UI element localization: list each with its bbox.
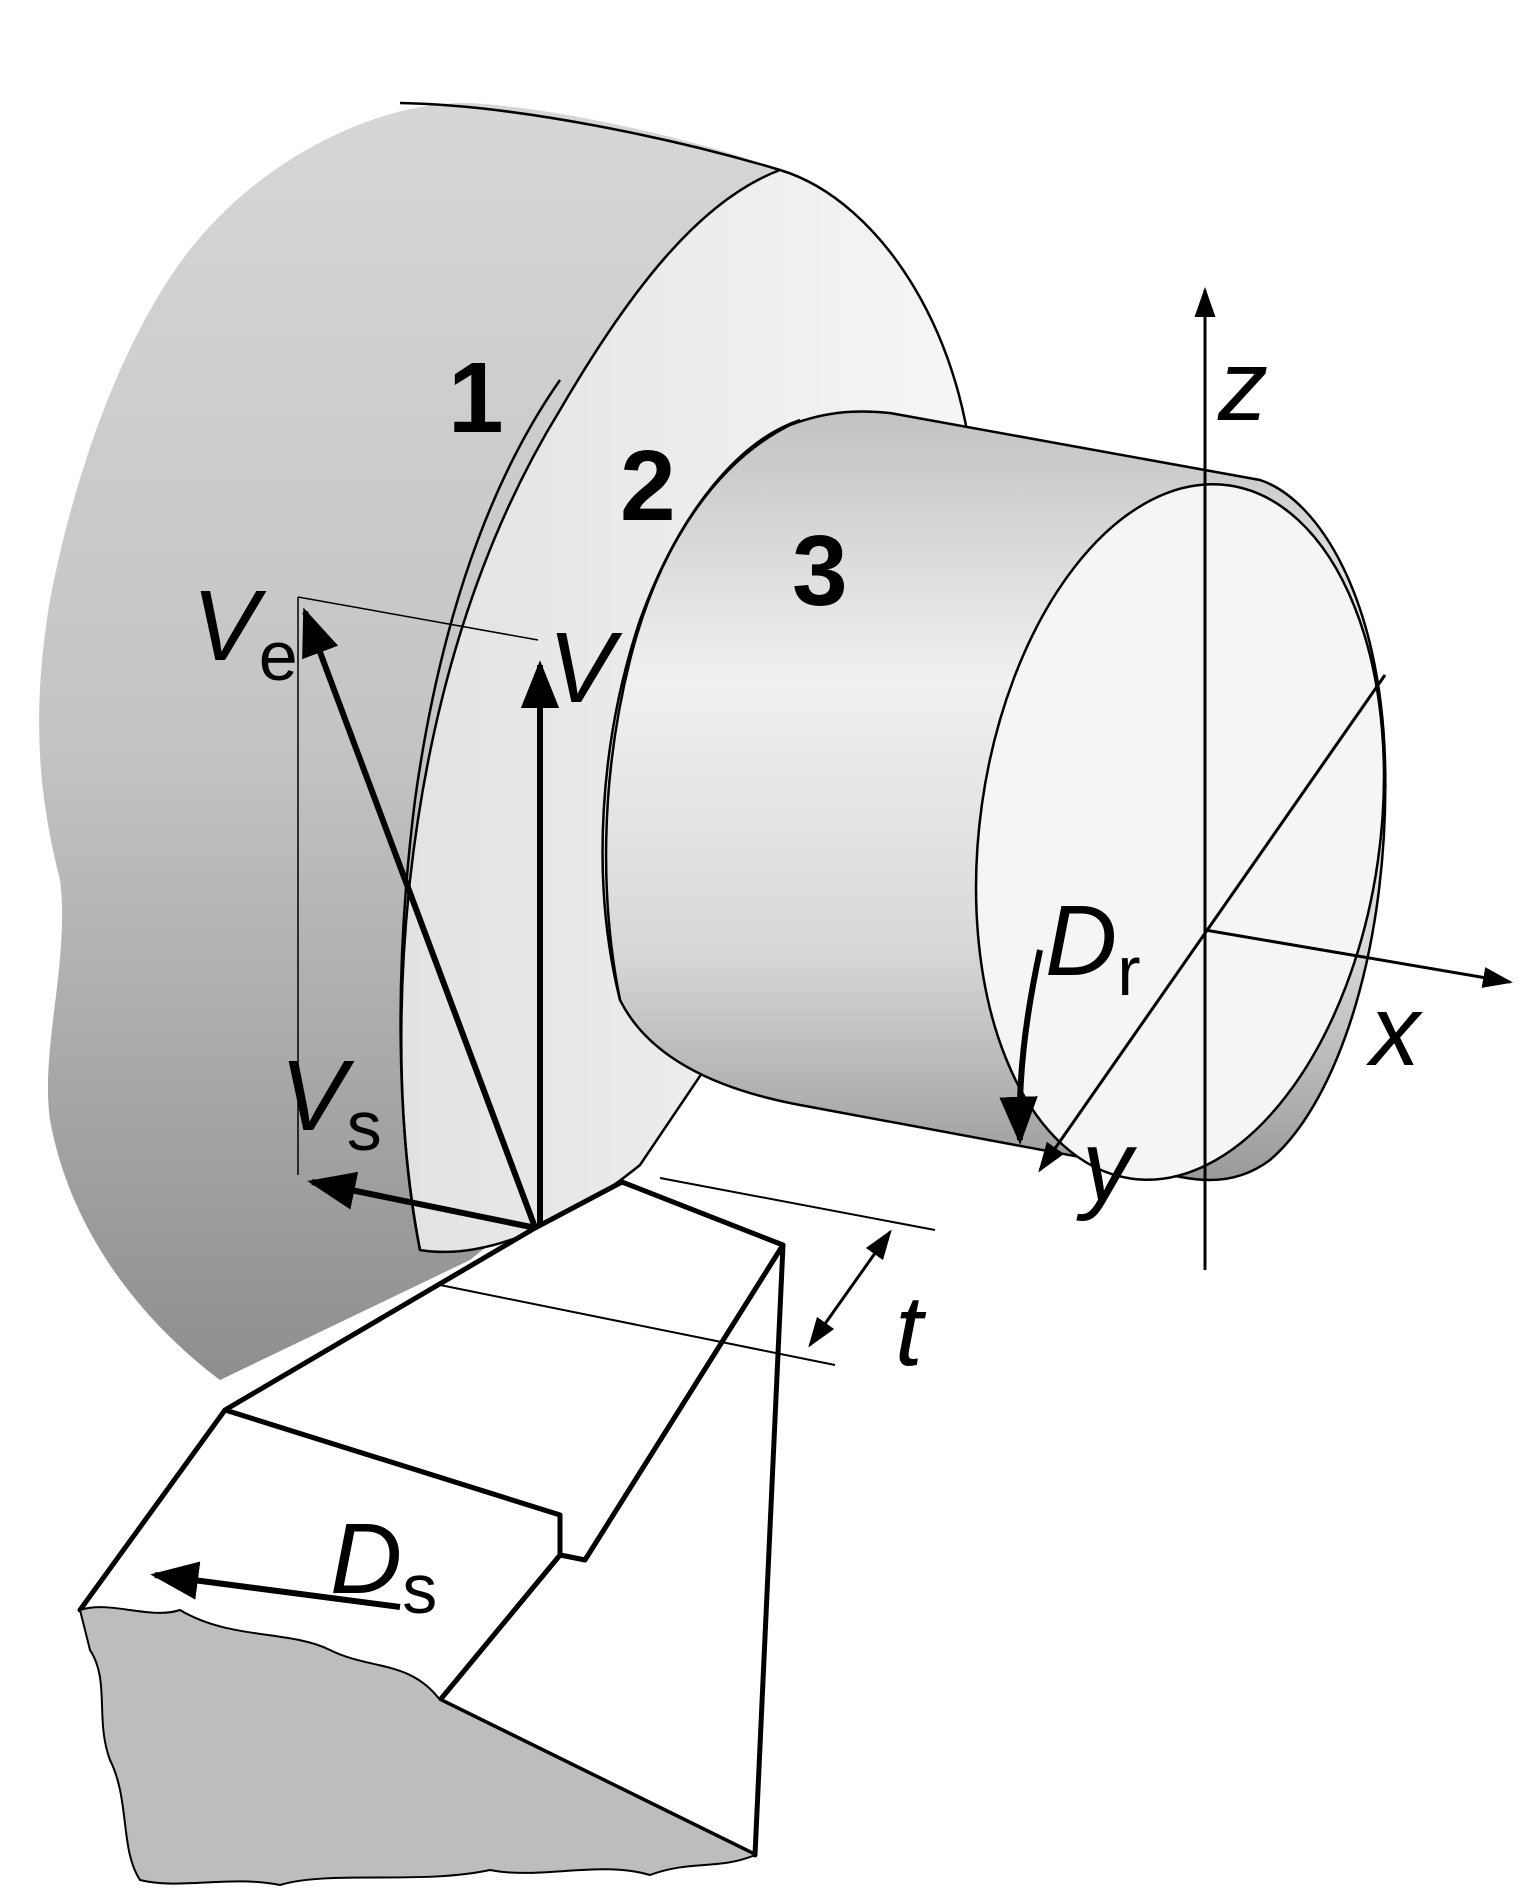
y-axis-label: y: [1076, 1110, 1138, 1222]
rotation-label: Dr: [1045, 885, 1141, 1010]
feed-velocity-label: Vs: [280, 1040, 382, 1165]
x-axis-label: x: [1366, 975, 1423, 1087]
effective-velocity-label: Ve: [192, 570, 298, 695]
feed-velocity-arrow: [307, 1171, 537, 1231]
y-axis: [1038, 674, 1387, 1173]
cutting-velocity-label: V: [548, 612, 623, 724]
rotation-main: D: [1045, 885, 1117, 997]
depth-extension-lower: [439, 1284, 836, 1366]
rotation-sub: r: [1117, 932, 1140, 1010]
ring-inner-edge: [399, 379, 562, 1251]
feed-velocity-main: V: [280, 1040, 355, 1152]
effective-velocity-sub: e: [259, 617, 298, 695]
surface-number-3: 3: [792, 515, 848, 627]
z-axis-label: z: [1217, 330, 1268, 442]
effective-velocity-main: V: [192, 570, 267, 682]
tool-holder-break: [78, 1606, 758, 1887]
tool-feed-arrow: [150, 1561, 401, 1610]
depth-of-cut-label: t: [895, 1275, 927, 1387]
rotation-arrow: [999, 949, 1043, 1145]
tool-feed-label: Ds: [330, 1503, 437, 1628]
velocity-parallelogram-top: [297, 596, 539, 641]
x-axis: [1204, 928, 1513, 988]
surface-number-2: 2: [620, 430, 676, 542]
effective-velocity-arrow: [302, 607, 539, 1232]
tool-feed-main: D: [330, 1503, 402, 1615]
depth-extension-upper: [659, 1177, 936, 1231]
feed-velocity-sub: s: [347, 1087, 382, 1165]
tool-feed-sub: s: [402, 1550, 437, 1628]
end-face: [974, 483, 1386, 1181]
depth-dimension-arrow: [808, 1229, 892, 1348]
surface-number-1: 1: [448, 342, 504, 454]
workpiece-uncut-top-edge: [399, 101, 781, 172]
machined-surface-left-edge: [601, 418, 801, 1001]
